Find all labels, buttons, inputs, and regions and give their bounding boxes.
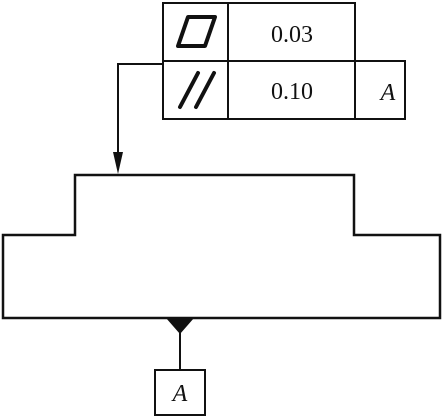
frame-cell-datum-ref bbox=[354, 60, 406, 120]
frame-cell-flatness-symbol bbox=[162, 2, 229, 62]
datum-reference-letter: A bbox=[379, 80, 396, 106]
leader-arrowhead bbox=[113, 152, 123, 174]
part-outline bbox=[1, 173, 442, 320]
flatness-icon bbox=[176, 15, 217, 48]
datum-triangle-icon bbox=[166, 318, 194, 334]
leader-line bbox=[117, 63, 163, 160]
parallelism-tolerance-value: 0.10 bbox=[271, 79, 313, 105]
datum-box bbox=[154, 369, 206, 416]
feature-control-frame bbox=[162, 2, 406, 120]
flatness-tolerance-value: 0.03 bbox=[271, 22, 313, 48]
frame-cell-parallelism-symbol bbox=[162, 60, 229, 120]
parallelism-icon bbox=[178, 71, 216, 109]
datum-feature-letter: A bbox=[171, 381, 188, 407]
